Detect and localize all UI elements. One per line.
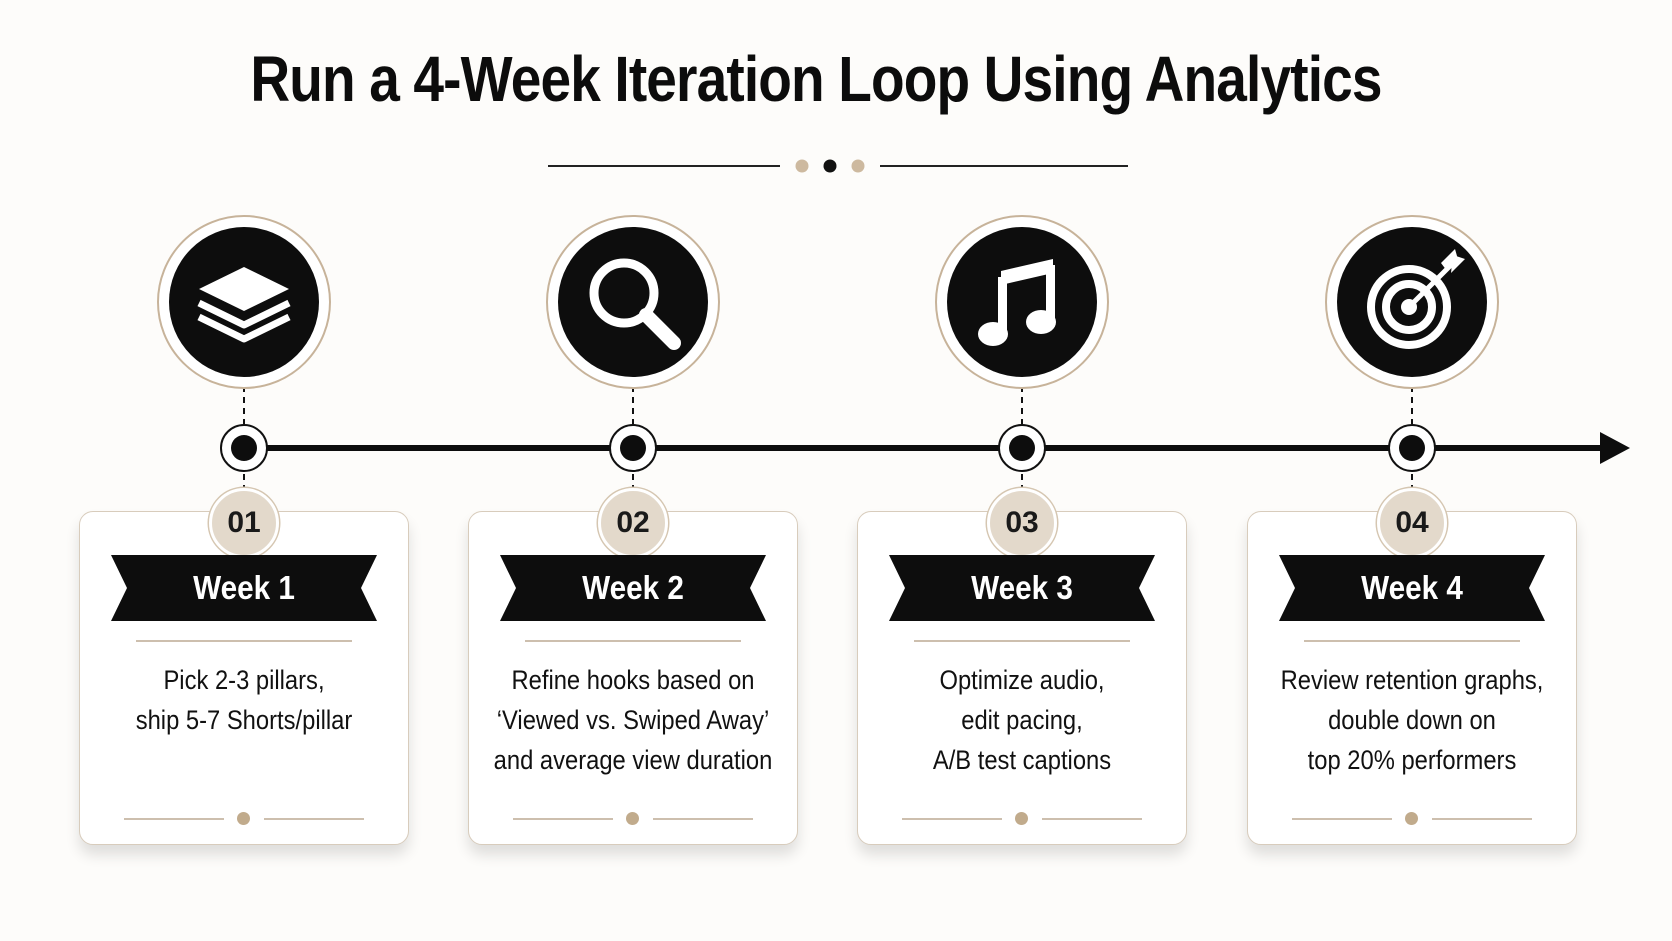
week-ribbon-4: Week 4 <box>1279 555 1545 621</box>
card-4-rule <box>1304 640 1520 642</box>
card-3-rule <box>914 640 1130 642</box>
step-description-1: Pick 2-3 pillars, ship 5-7 Shorts/pillar <box>135 665 353 735</box>
music-note-icon <box>978 259 1056 346</box>
layers-icon <box>197 267 291 343</box>
week-ribbon-2: Week 2 <box>500 555 766 621</box>
timeline-node-1 <box>220 424 268 472</box>
week-ribbon-3: Week 3 <box>889 555 1155 621</box>
week-label-2: Week 2 <box>582 569 684 606</box>
step-3-icon-badge <box>935 215 1109 389</box>
week-label-3: Week 3 <box>971 569 1073 606</box>
week-ribbon-1: Week 1 <box>111 555 377 621</box>
timeline-node-4 <box>1388 424 1436 472</box>
step-4-icon-badge <box>1325 215 1499 389</box>
page-title: Run a 4-Week Iteration Loop Using Analyt… <box>250 43 1382 115</box>
step-description-3: Optimize audio, edit pacing, A/B test ca… <box>932 665 1112 775</box>
week-label-4: Week 4 <box>1361 569 1463 606</box>
step-number-2: 02 <box>598 488 668 558</box>
card-1-footer <box>124 812 364 826</box>
step-number-4: 04 <box>1377 488 1447 558</box>
timeline-node-2 <box>609 424 657 472</box>
timeline-node-3 <box>998 424 1046 472</box>
card-1-rule <box>136 640 352 642</box>
step-number-1: 01 <box>209 488 279 558</box>
step-number-3: 03 <box>987 488 1057 558</box>
step-1-icon-badge <box>157 215 331 389</box>
card-2-footer <box>513 812 753 826</box>
card-4-footer <box>1292 812 1532 826</box>
step-description-2: Refine hooks based on ‘Viewed vs. Swiped… <box>493 665 773 775</box>
magnifier-icon <box>589 258 681 350</box>
step-description-4: Review retention graphs, double down on … <box>1280 665 1544 775</box>
step-2-icon-badge <box>546 215 720 389</box>
card-3-footer <box>902 812 1142 826</box>
target-icon <box>1367 249 1465 349</box>
card-2-rule <box>525 640 741 642</box>
week-label-1: Week 1 <box>193 569 295 606</box>
title-divider <box>548 159 1128 173</box>
